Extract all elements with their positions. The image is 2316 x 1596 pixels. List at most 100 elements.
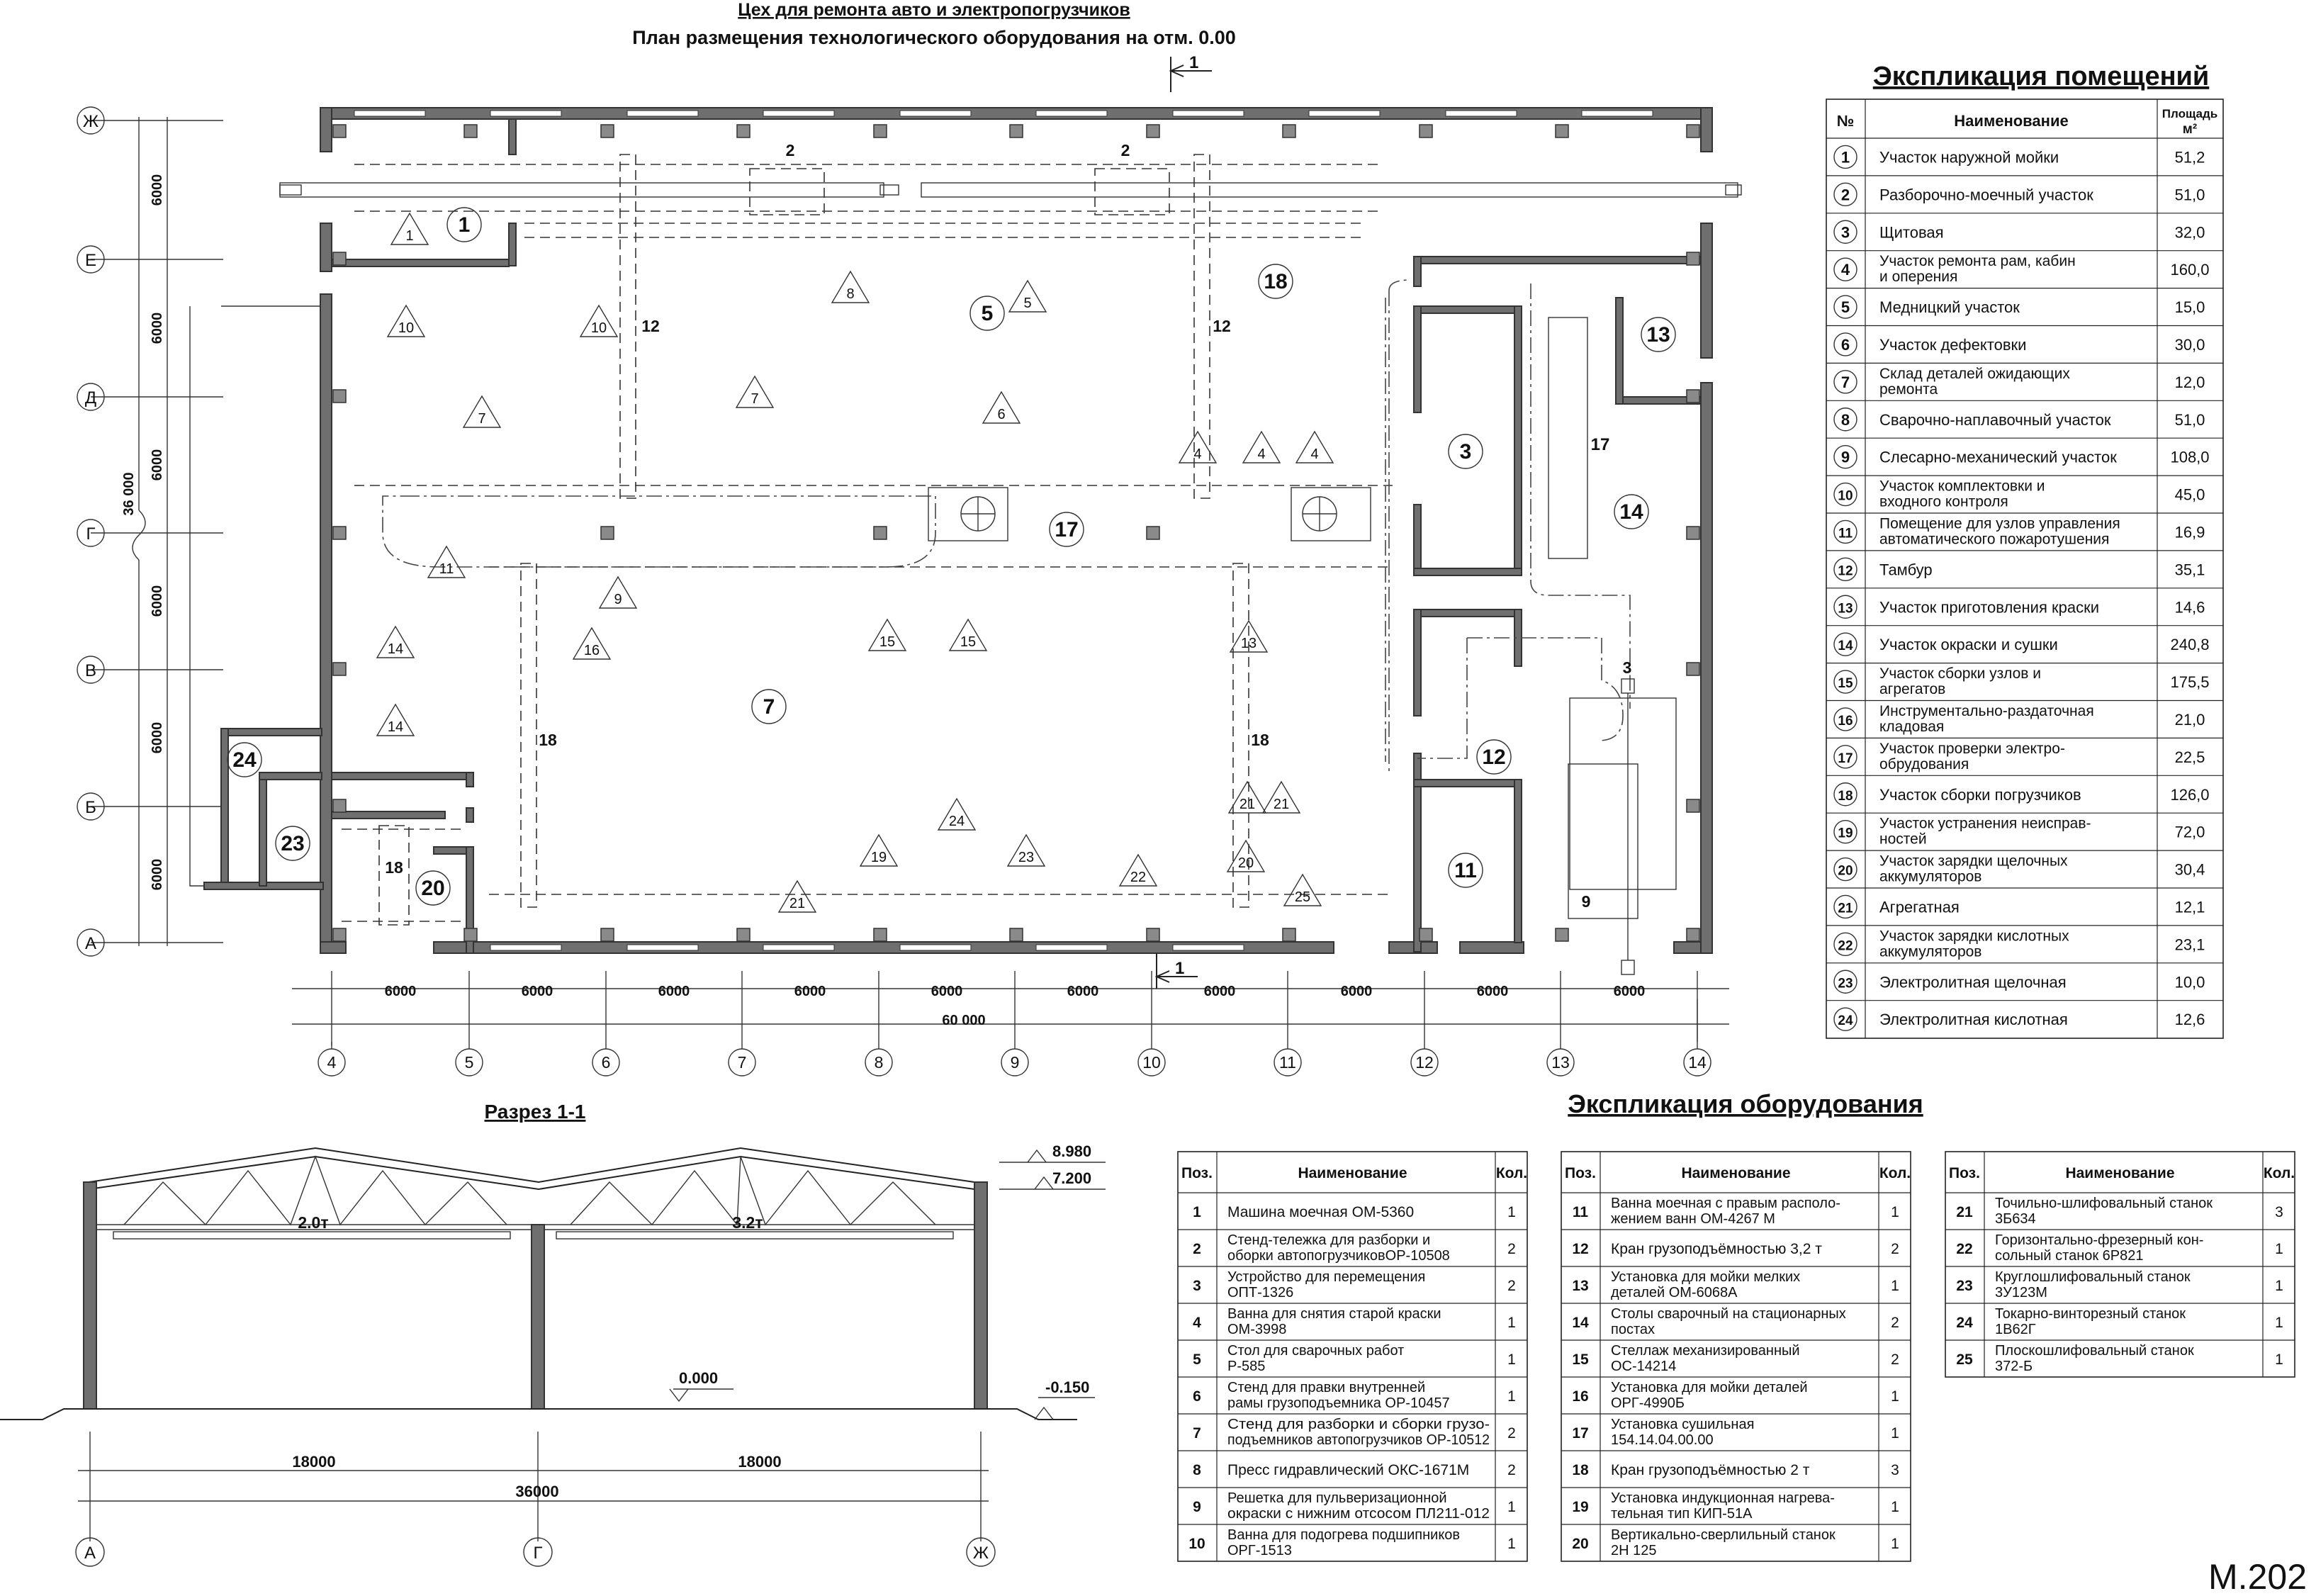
equipment-marker: 10 xyxy=(386,304,426,337)
room-area: 126,0 xyxy=(2170,786,2209,804)
equipment-pos: 15 xyxy=(1572,1351,1589,1368)
equipment-marker: 8 xyxy=(831,270,870,303)
equipment-marker: 19 xyxy=(859,833,899,867)
equipment-pos: 23 xyxy=(1956,1278,1972,1294)
equipment-qty: 2 xyxy=(1891,1315,1899,1331)
dimension-text: 6000 xyxy=(150,585,165,617)
room-name-line: кладовая xyxy=(1879,719,1944,735)
room-area: 30,4 xyxy=(2175,861,2205,879)
equipment-name-line: Установка сушильная xyxy=(1611,1417,1754,1432)
equipment-name-line: Столы сварочный на стационарных xyxy=(1611,1306,1846,1322)
equipment-qty: 1 xyxy=(2275,1278,2283,1294)
dimension-text: 18000 xyxy=(738,1453,781,1471)
room-number: 9 xyxy=(1841,449,1850,466)
equipment-name-line: 154.14.04.00.00 xyxy=(1611,1432,1714,1448)
dimension-text: 6000 xyxy=(658,984,690,999)
room-number: 22 xyxy=(1838,938,1853,953)
room-area: 16,9 xyxy=(2175,523,2205,541)
room-number: 20 xyxy=(1838,864,1853,879)
room-number: 11 xyxy=(1838,526,1853,541)
axis-number-marker: 8 xyxy=(865,1048,893,1077)
equipment-marker: 16 xyxy=(572,626,612,660)
dimension-text: 6000 xyxy=(385,984,417,999)
equipment-marker-label: 19 xyxy=(871,850,887,865)
room-area: 12,6 xyxy=(2175,1011,2205,1028)
equipment-name-line: Стеллаж механизированный xyxy=(1611,1343,1800,1359)
elevation-label: 8.980 xyxy=(1052,1142,1091,1160)
equipment-col-pos-header: Поз. xyxy=(1565,1165,1596,1181)
dimension-text: 18000 xyxy=(292,1453,335,1471)
section-axis-marker: Г xyxy=(523,1537,553,1567)
equipment-marker-label: 23 xyxy=(1018,850,1034,865)
equipment-name-line: жением ванн ОМ-4267 М xyxy=(1611,1211,1775,1227)
crane-mark: 18 xyxy=(539,731,557,749)
equipment-name-line: Ванна моечная с правым располо- xyxy=(1611,1196,1840,1211)
equipment-col-qty-header: Кол. xyxy=(1879,1165,1911,1181)
equipment-name-line: Горизонтально-фрезерный кон- xyxy=(1995,1232,2203,1248)
axis-letter: Г xyxy=(534,1544,543,1563)
room-name: Электролитная щелочная xyxy=(1879,973,2067,991)
axis-letter-marker: В xyxy=(77,656,105,684)
equipment-name-line: Плоскошлифовальный станок xyxy=(1995,1343,2194,1359)
equipment-marker: 7 xyxy=(462,395,502,428)
equipment-marker: 15 xyxy=(948,618,988,651)
equipment-qty: 1 xyxy=(1891,1536,1899,1552)
room-number: 15 xyxy=(1838,676,1853,691)
crane-mark: 2 xyxy=(786,141,795,159)
equipment-marker: 4 xyxy=(1178,430,1218,463)
crane-labels: 2 2 12 12 18 18 18 3 9 18 xyxy=(385,141,1631,911)
equipment-name-line: Решетка для пульверизационной xyxy=(1227,1490,1447,1506)
room-name-line: Участок зарядки кислотных xyxy=(1879,928,2069,944)
room-number: 8 xyxy=(1841,411,1850,429)
rooms-col-no-header: № xyxy=(1837,112,1855,130)
equipment-marker: 4 xyxy=(1242,430,1281,463)
axis-number: 7 xyxy=(738,1053,747,1072)
equipment-name-line: Установка для мойки мелких xyxy=(1611,1269,1800,1285)
room-name: Участок наружной мойки xyxy=(1879,148,2059,166)
equipment-pos: 6 xyxy=(1193,1388,1201,1405)
axis-number-marker: 5 xyxy=(455,1048,483,1077)
room-marker: 24 xyxy=(227,742,262,777)
equipment-marker-label: 8 xyxy=(846,286,854,302)
crane-tracks xyxy=(279,154,1742,975)
equipment-name-line: Вертикально-сверлильный станок xyxy=(1611,1527,1836,1543)
room-marker-label: 1 xyxy=(459,213,471,237)
equipment-marker-label: 7 xyxy=(751,391,758,407)
axis-letter-marker: А xyxy=(77,928,105,957)
axis-number-marker: 12 xyxy=(1410,1048,1439,1077)
equipment-marker: 23 xyxy=(1006,833,1046,867)
axis-letter: Ж xyxy=(973,1544,989,1563)
equipment-name-line: тельная тип КИП-51А xyxy=(1611,1506,1753,1522)
axis-letter-marker: Б xyxy=(77,792,105,821)
crane-mark: 9 xyxy=(1582,892,1591,911)
room-marker: 14 xyxy=(1614,494,1649,529)
crane-capacity-label: 3.2т xyxy=(732,1213,763,1232)
equipment-name-line: подъемников автопогрузчиков ОР-10512 xyxy=(1227,1432,1490,1448)
equipment-col-pos-header: Поз. xyxy=(1181,1165,1213,1181)
room-area: 51,0 xyxy=(2175,186,2205,203)
equipment-name-line: Токарно-винторезный станок xyxy=(1995,1306,2186,1322)
room-name: Электролитная кислотная xyxy=(1879,1011,2068,1028)
dimension-lines xyxy=(91,117,1729,1049)
room-number: 17 xyxy=(1838,751,1853,766)
crane-mark: 18 xyxy=(385,858,403,877)
equipment-name-line: Установка для мойки деталей xyxy=(1611,1380,1808,1395)
room-marker-label: 11 xyxy=(1454,859,1477,882)
equipment-name-line: 372-Б xyxy=(1995,1359,2033,1374)
dimension-text: 6000 xyxy=(150,313,165,344)
room-number: 2 xyxy=(1841,186,1850,203)
equipment-pos: 14 xyxy=(1572,1315,1589,1331)
room-number: 23 xyxy=(1838,976,1853,991)
